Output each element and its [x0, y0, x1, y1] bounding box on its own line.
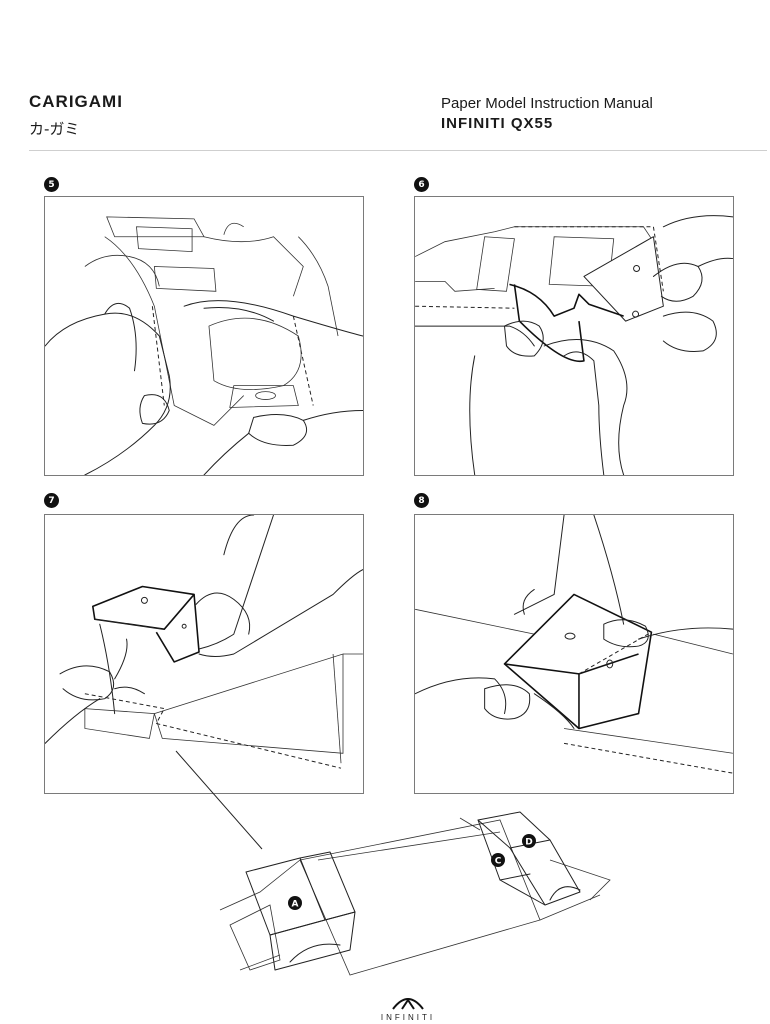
assembly-diagram: A C D	[200, 800, 620, 980]
brand-title: CARIGAMI	[29, 92, 123, 111]
step-number-7: 7	[44, 493, 59, 508]
infiniti-logo-icon	[392, 998, 424, 1010]
assembly-label-d: D	[525, 838, 532, 848]
brand-japanese: カ-ガミ	[29, 120, 80, 138]
step-8-illustration	[414, 514, 734, 794]
manual-block: Paper Model Instruction Manual INFINITI …	[441, 95, 653, 132]
header-divider	[29, 150, 767, 151]
step-5-illustration	[44, 196, 364, 476]
manual-title: Paper Model Instruction Manual	[441, 95, 653, 112]
assembly-label-c: C	[495, 857, 502, 867]
model-name: INFINITI QX55	[441, 115, 554, 132]
step-7-illustration	[44, 514, 364, 794]
leader-line	[175, 750, 263, 850]
step-number-6: 6	[414, 177, 429, 192]
footer-logo-text: INFINITI	[380, 1013, 436, 1022]
step-6-illustration	[414, 196, 734, 476]
step-number-5: 5	[44, 177, 59, 192]
footer-logo: INFINITI	[378, 995, 438, 1022]
step-number-8: 8	[414, 493, 429, 508]
assembly-label-a: A	[292, 900, 299, 910]
brand-block: CARIGAMI カ-ガミ	[29, 92, 123, 139]
